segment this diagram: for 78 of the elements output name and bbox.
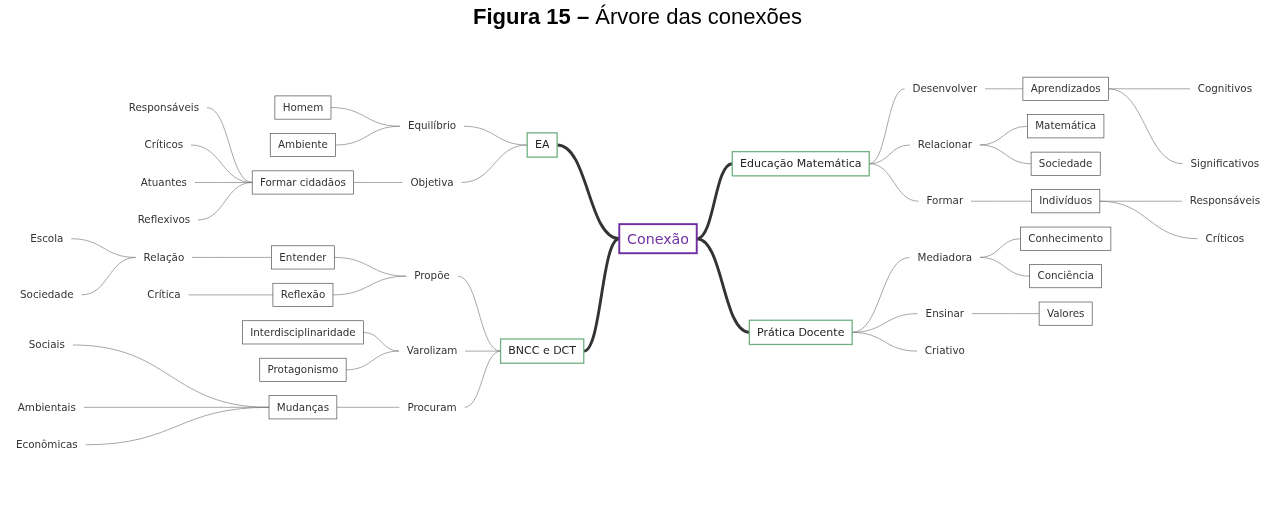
connector — [978, 144, 1031, 165]
connector — [984, 88, 1023, 90]
node-box: Formar cidadãos — [251, 170, 354, 195]
connector — [332, 276, 407, 296]
connector — [345, 350, 399, 371]
connector — [362, 332, 399, 352]
connector — [851, 257, 910, 333]
node-box: Interdisciplinaridade — [241, 320, 364, 345]
node-text: Crítica — [146, 288, 181, 301]
connector — [868, 163, 919, 202]
connector — [336, 407, 400, 408]
node-box: BNCC e DCT — [499, 338, 584, 365]
connector — [463, 126, 527, 146]
connector — [1099, 201, 1198, 240]
node-text: Desenvolver — [912, 82, 977, 95]
connector — [456, 276, 501, 352]
node-box: Ambiente — [269, 133, 336, 158]
connector — [80, 257, 136, 296]
connector — [84, 407, 269, 446]
node-box: Protagonismo — [258, 358, 346, 382]
node-text: Responsáveis — [1189, 194, 1260, 208]
connector — [333, 257, 407, 277]
connector — [971, 313, 1039, 315]
connector — [191, 257, 272, 258]
connector — [979, 238, 1021, 258]
connector — [460, 144, 527, 183]
node-text: Críticos — [1205, 232, 1244, 245]
connector — [187, 294, 273, 296]
node-text: Mediadora — [917, 251, 972, 264]
node-text: Atuantes — [140, 176, 187, 189]
node-text: Objetiva — [409, 176, 454, 189]
connector — [197, 182, 253, 221]
node-box: Prática Docente — [748, 319, 853, 346]
node-text: Sociais — [28, 338, 65, 351]
node-text: Sociedade — [19, 288, 74, 301]
node-box: Homem — [274, 95, 331, 120]
node-box: Entender — [270, 245, 335, 270]
node-text: Reflexivos — [137, 213, 190, 226]
connector — [330, 107, 400, 127]
node-text: Cognitivos — [1197, 82, 1252, 95]
connector — [868, 88, 905, 165]
connector — [334, 126, 400, 146]
node-text: Ambientais — [17, 401, 76, 414]
node-box: Aprendizados — [1022, 77, 1109, 101]
connector — [979, 257, 1030, 277]
node-box: Conhecimento — [1019, 226, 1111, 251]
node-text: Criativo — [924, 344, 965, 358]
connector — [464, 350, 501, 352]
node-box: Matemática — [1026, 114, 1104, 139]
node-text: Ensinar — [925, 307, 964, 320]
figure-title: Figura 15 – Árvore das conexões — [472, 4, 803, 30]
connector — [463, 350, 501, 408]
node-text: Relacionar — [917, 138, 972, 152]
node-text: Escola — [29, 232, 63, 245]
node-text: Varolizam — [406, 344, 457, 358]
node-text: Significativos — [1190, 157, 1259, 170]
node-box: Educação Matemática — [731, 151, 870, 177]
node-box: Mudanças — [268, 395, 337, 420]
node-box: EA — [526, 132, 558, 158]
connector — [970, 201, 1032, 202]
node-box: Valores — [1038, 301, 1093, 326]
node-text: Relação — [143, 251, 184, 264]
node-text: Formar — [926, 194, 963, 208]
node-text: Críticos — [144, 138, 183, 152]
connector — [851, 332, 917, 352]
node-text: Equilíbrio — [407, 120, 456, 133]
node-text: Econômicas — [15, 438, 78, 451]
connector — [206, 107, 253, 183]
node-box: Sociedade — [1030, 152, 1101, 176]
node-text: Propõe — [413, 269, 450, 283]
node-box: Conciência — [1028, 264, 1102, 289]
node-box: Indivíduos — [1030, 189, 1100, 214]
node-box: Reflexão — [272, 283, 333, 308]
connector — [1107, 88, 1183, 165]
node-box: Conexão — [617, 223, 698, 255]
node-text: Procuram — [406, 401, 457, 414]
node-text: Responsáveis — [128, 101, 199, 114]
connector — [352, 182, 403, 183]
